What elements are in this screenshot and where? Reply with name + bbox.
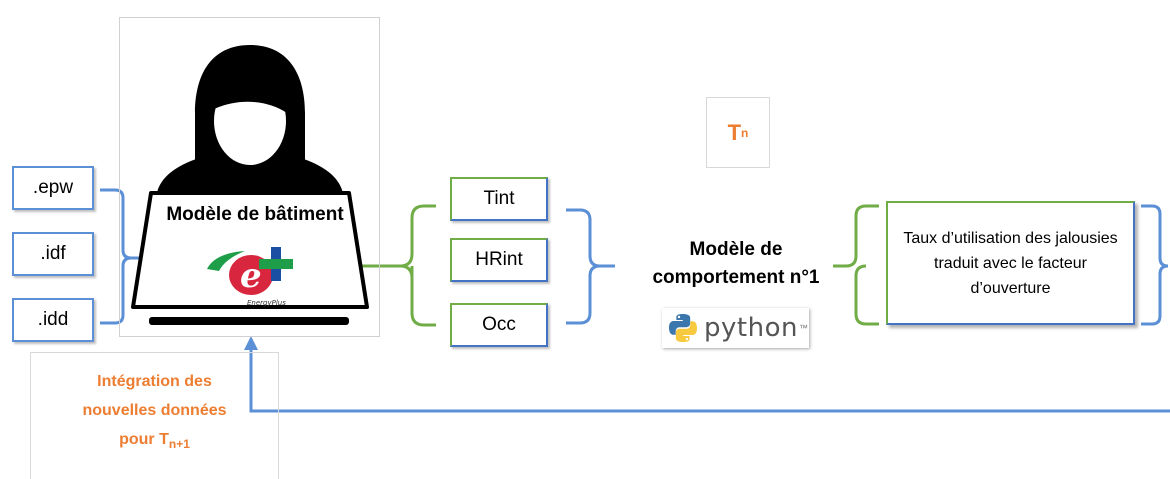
feedback-line3: pour Tn+1 [31,425,278,459]
file-idd-label: .idd [37,309,69,330]
variable-tint: Tint [450,177,548,221]
energyplus-logo-text: EnergyPlus [247,299,286,307]
python-snake-icon [669,314,697,342]
building-model-panel [119,17,380,337]
output-brace [833,204,879,326]
file-idd: .idd [12,298,94,342]
file-epw-label: .epw [32,177,74,198]
feedback-line2: nouvelles données [82,402,227,419]
building-model-label: Modèle de bâtiment [166,204,344,225]
file-idf: .idf [12,232,94,276]
variable-occ-label: Occ [482,314,516,335]
feedback-arrowhead [244,336,258,350]
output-right-brace [1141,204,1169,326]
output-box: Taux d’utilisation des jalousies traduit… [886,201,1135,325]
variable-hrint: HRint [450,238,548,282]
variables-brace [362,204,436,327]
feedback-line3-prefix: pour T [119,431,169,448]
feedback-integration-box: Intégration des nouvelles données pour T… [30,352,279,479]
feedback-line1: Intégration des [97,373,212,390]
variable-hrint-label: HRint [475,249,523,270]
variable-tint-label: Tint [483,188,515,209]
feedback-line3-subscript: n+1 [168,437,190,452]
energyplus-logo: e EnergyPlus [207,247,293,307]
variable-occ: Occ [450,303,548,347]
behavior-model-title-line1: Modèle de [689,239,783,260]
time-step-label: T [727,119,742,145]
user-laptop-icon [131,45,369,325]
file-idf-label: .idf [40,243,66,264]
model-input-brace [566,208,615,325]
behavior-model-title: Modèle de comportement n°1 [636,236,836,292]
file-epw: .epw [12,166,94,210]
svg-text:e: e [240,256,262,296]
behavior-model-title-line2: comportement n°1 [652,267,820,288]
python-trademark: ™ [798,323,808,333]
feedback-loop-line [249,348,1170,413]
time-step-subscript: n [741,125,749,140]
output-text: Taux d’utilisation des jalousies traduit… [903,229,1118,297]
python-label: python [704,313,798,343]
input-brace [100,188,150,325]
